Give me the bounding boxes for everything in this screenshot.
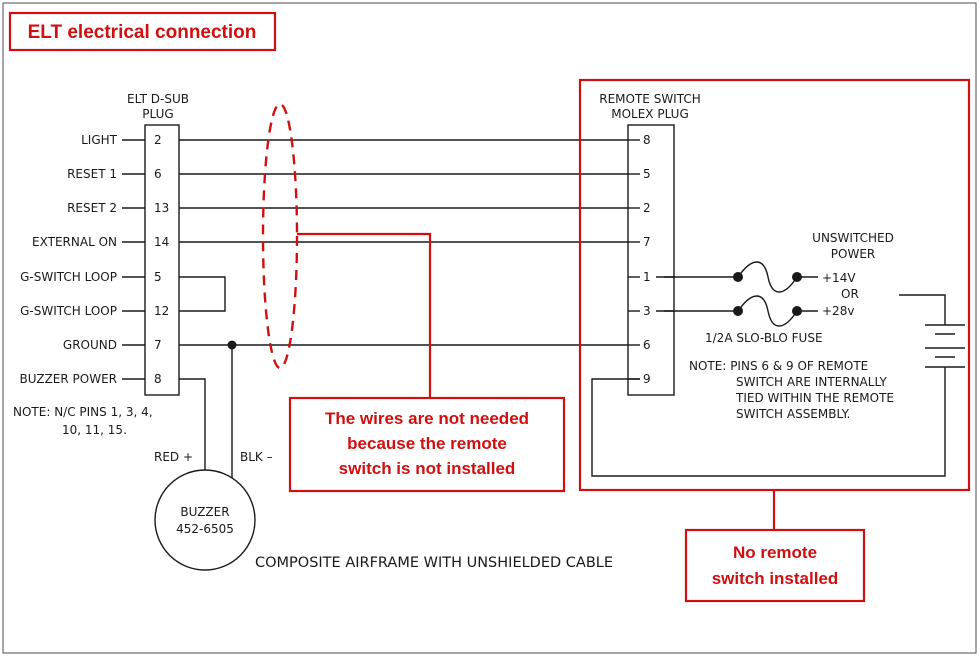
buzzer-symbol xyxy=(154,469,256,571)
wire-battery-positive xyxy=(899,294,946,325)
remote-plug-header-2: MOLEX PLUG xyxy=(611,107,689,121)
callout-wires-leader xyxy=(297,232,432,398)
elt-note-line-1: NOTE: N/C PINS 1, 3, 4, xyxy=(13,405,153,419)
elt-pin-number: 5 xyxy=(154,270,162,284)
elt-note-line-2: 10, 11, 15. xyxy=(62,423,127,437)
elt-pin-label: EXTERNAL ON xyxy=(32,235,117,249)
voltage-or: OR xyxy=(841,287,859,301)
g-switch-jumper xyxy=(179,276,226,312)
elt-pin-label: GROUND xyxy=(63,338,117,352)
remote-pin-number: 5 xyxy=(643,167,651,181)
title-box xyxy=(8,11,277,52)
elt-pin-label: RESET 2 xyxy=(67,201,117,215)
callout-wires-line-3: switch is not installed xyxy=(339,459,516,478)
remote-pin-group: 8 5 2 7 1 3 6 9 xyxy=(628,133,674,386)
elt-pin-label: LIGHT xyxy=(81,133,118,147)
buzzer-name: BUZZER xyxy=(180,505,229,519)
fuse-2-symbol xyxy=(737,295,798,327)
elt-pin-number: 8 xyxy=(154,372,162,386)
callout-wires-line-2: because the remote xyxy=(347,434,507,453)
wire-buzzer-positive xyxy=(179,378,206,489)
fuse-label: 1/2A SLO-BLO FUSE xyxy=(705,331,823,345)
callout-switch-box xyxy=(684,528,866,603)
remote-pin-number: 2 xyxy=(643,201,651,215)
buzzer-blk-label: BLK – xyxy=(240,450,273,464)
remote-pin-number: 9 xyxy=(643,372,651,386)
voltage-14v: +14V xyxy=(822,271,856,285)
remote-plug-body xyxy=(627,124,675,396)
remote-pin-number: 1 xyxy=(643,270,651,284)
elt-pin-number: 13 xyxy=(154,201,169,215)
elt-pin-label: BUZZER POWER xyxy=(20,372,117,386)
remote-note-line-2: SWITCH ARE INTERNALLY xyxy=(736,375,888,389)
remote-plug-header-1: REMOTE SWITCH xyxy=(599,92,701,106)
elt-plug-body xyxy=(144,124,180,396)
unneeded-wires-ellipse xyxy=(261,102,299,370)
power-label-2: POWER xyxy=(831,247,875,261)
buzzer-red-label: RED + xyxy=(154,450,193,464)
remote-pin-number: 3 xyxy=(643,304,651,318)
remote-pin-number: 8 xyxy=(643,133,651,147)
callout-switch-line-2: switch installed xyxy=(712,569,839,588)
remote-note-line-4: SWITCH ASSEMBLY. xyxy=(736,407,850,421)
voltage-28v: +28v xyxy=(822,304,854,318)
remote-pin-number: 6 xyxy=(643,338,651,352)
wire-internal-loop xyxy=(591,367,946,477)
elt-pin-label: RESET 1 xyxy=(67,167,117,181)
power-label-1: UNSWITCHED xyxy=(812,231,894,245)
elt-pin-number: 6 xyxy=(154,167,162,181)
remote-pin-number: 7 xyxy=(643,235,651,249)
elt-pin-label: G-SWITCH LOOP xyxy=(20,304,117,318)
fuse-1-symbol xyxy=(737,261,798,293)
remote-note-line-1: NOTE: PINS 6 & 9 OF REMOTE xyxy=(689,359,868,373)
page-title: ELT electrical connection xyxy=(28,22,257,43)
elt-plug-header-2: PLUG xyxy=(142,107,173,121)
callout-wires-line-1: The wires are not needed xyxy=(325,409,529,428)
diagram-caption: COMPOSITE AIRFRAME WITH UNSHIELDED CABLE xyxy=(255,555,613,571)
elt-pin-label: G-SWITCH LOOP xyxy=(20,270,117,284)
remote-note-line-3: TIED WITHIN THE REMOTE xyxy=(735,391,894,405)
elt-pin-number: 7 xyxy=(154,338,162,352)
callout-switch-line-1: No remote xyxy=(733,543,817,562)
elt-pin-number: 12 xyxy=(154,304,169,318)
callout-wires-box xyxy=(288,396,566,493)
elt-pin-number: 14 xyxy=(154,235,169,249)
elt-pin-number: 2 xyxy=(154,133,162,147)
buzzer-part-number: 452-6505 xyxy=(176,522,234,536)
elt-plug-header-1: ELT D-SUB xyxy=(127,92,189,106)
